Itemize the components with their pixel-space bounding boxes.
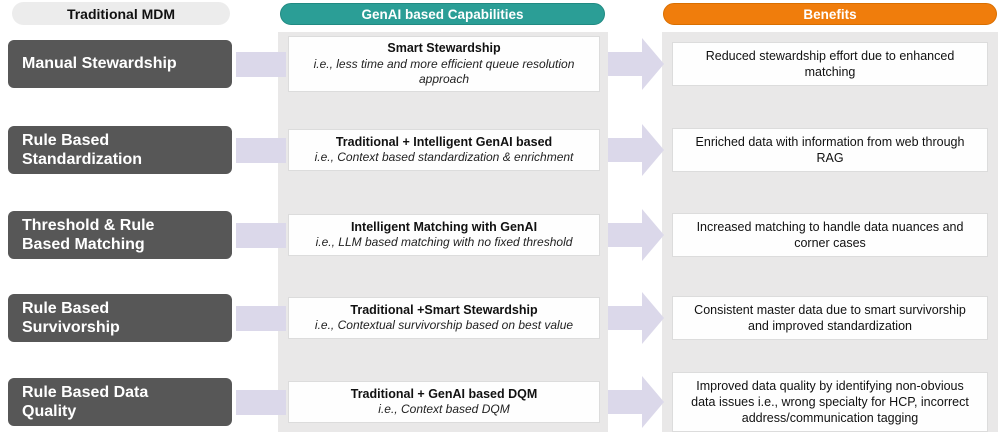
capability-detail: i.e., LLM based matching with no fixed t…	[315, 235, 573, 250]
capability-box: Intelligent Matching with GenAI i.e., LL…	[288, 214, 600, 256]
capability-box: Traditional + GenAI based DQM i.e., Cont…	[288, 381, 600, 423]
arrow-head	[642, 292, 664, 344]
arrow-body	[608, 223, 642, 247]
diagram-row-stewardship: Manual Stewardship Smart Stewardship i.e…	[0, 22, 1000, 106]
benefit-box: Reduced stewardship effort due to enhanc…	[672, 41, 988, 87]
column-header-benefits: Benefits	[663, 3, 997, 25]
benefit-text: Increased matching to handle data nuance…	[696, 219, 964, 250]
benefit-box: Enriched data with information from web …	[672, 127, 988, 173]
benefit-text: Consistent master data due to smart surv…	[694, 302, 966, 333]
connector-bar	[236, 51, 286, 77]
diagram-row-survivorship: Rule Based Survivorship Traditional +Sma…	[0, 276, 1000, 360]
column-header-genai: GenAI based Capabilities	[280, 3, 605, 25]
capability-box: Traditional +Smart Stewardship i.e., Con…	[288, 297, 600, 339]
arrow-body	[608, 390, 642, 414]
diagram-row-matching: Threshold & Rule Based Matching Intellig…	[0, 193, 1000, 277]
traditional-mdm-box: Rule Based Standardization	[8, 126, 232, 174]
connector-bar	[236, 389, 286, 415]
arrow-body	[608, 306, 642, 330]
connector-bar	[236, 137, 286, 163]
capability-box: Traditional + Intelligent GenAI based i.…	[288, 129, 600, 171]
arrow-head	[642, 376, 664, 428]
right-arrow-icon	[608, 209, 664, 261]
arrow-body	[608, 138, 642, 162]
capability-box: Smart Stewardship i.e., less time and mo…	[288, 36, 600, 92]
traditional-mdm-box: Threshold & Rule Based Matching	[8, 211, 232, 259]
traditional-mdm-label: Rule Based Survivorship	[22, 299, 120, 336]
traditional-mdm-box: Manual Stewardship	[8, 40, 232, 88]
connector-bar	[236, 222, 286, 248]
arrow-head	[642, 124, 664, 176]
traditional-mdm-label: Manual Stewardship	[22, 55, 177, 73]
benefit-box: Consistent master data due to smart surv…	[672, 295, 988, 341]
diagram-row-data-quality: Rule Based Data Quality Traditional + Ge…	[0, 360, 1000, 440]
capability-title: Traditional + GenAI based DQM	[350, 386, 538, 401]
right-arrow-icon	[608, 124, 664, 176]
benefit-box: Improved data quality by identifying non…	[672, 371, 988, 433]
capability-title: Traditional + Intelligent GenAI based	[335, 134, 553, 149]
capability-detail: i.e., Context based DQM	[378, 402, 510, 417]
capability-title: Smart Stewardship	[387, 41, 501, 56]
benefit-box: Increased matching to handle data nuance…	[672, 212, 988, 258]
capability-detail: i.e., Context based standardization & en…	[314, 150, 574, 165]
column-header-traditional: Traditional MDM	[12, 2, 230, 25]
capability-title: Intelligent Matching with GenAI	[350, 219, 538, 234]
connector-bar	[236, 305, 286, 331]
arrow-body	[608, 52, 642, 76]
benefit-text: Reduced stewardship effort due to enhanc…	[705, 48, 955, 79]
traditional-mdm-box: Rule Based Data Quality	[8, 378, 232, 426]
right-arrow-icon	[608, 292, 664, 344]
diagram-row-standardization: Rule Based Standardization Traditional +…	[0, 108, 1000, 192]
right-arrow-icon	[608, 38, 664, 90]
arrow-head	[642, 209, 664, 261]
traditional-mdm-label: Rule Based Standardization	[22, 131, 143, 168]
benefit-text: Enriched data with information from web …	[695, 134, 965, 165]
traditional-mdm-label: Rule Based Data Quality	[22, 383, 149, 420]
capability-detail: i.e., Contextual survivorship based on b…	[314, 318, 574, 333]
capability-title: Traditional +Smart Stewardship	[350, 302, 538, 317]
right-arrow-icon	[608, 376, 664, 428]
traditional-mdm-label: Threshold & Rule Based Matching	[22, 216, 155, 253]
capability-detail: i.e., less time and more efficient queue…	[313, 56, 575, 86]
arrow-head	[642, 38, 664, 90]
traditional-mdm-box: Rule Based Survivorship	[8, 294, 232, 342]
benefit-text: Improved data quality by identifying non…	[691, 378, 969, 426]
